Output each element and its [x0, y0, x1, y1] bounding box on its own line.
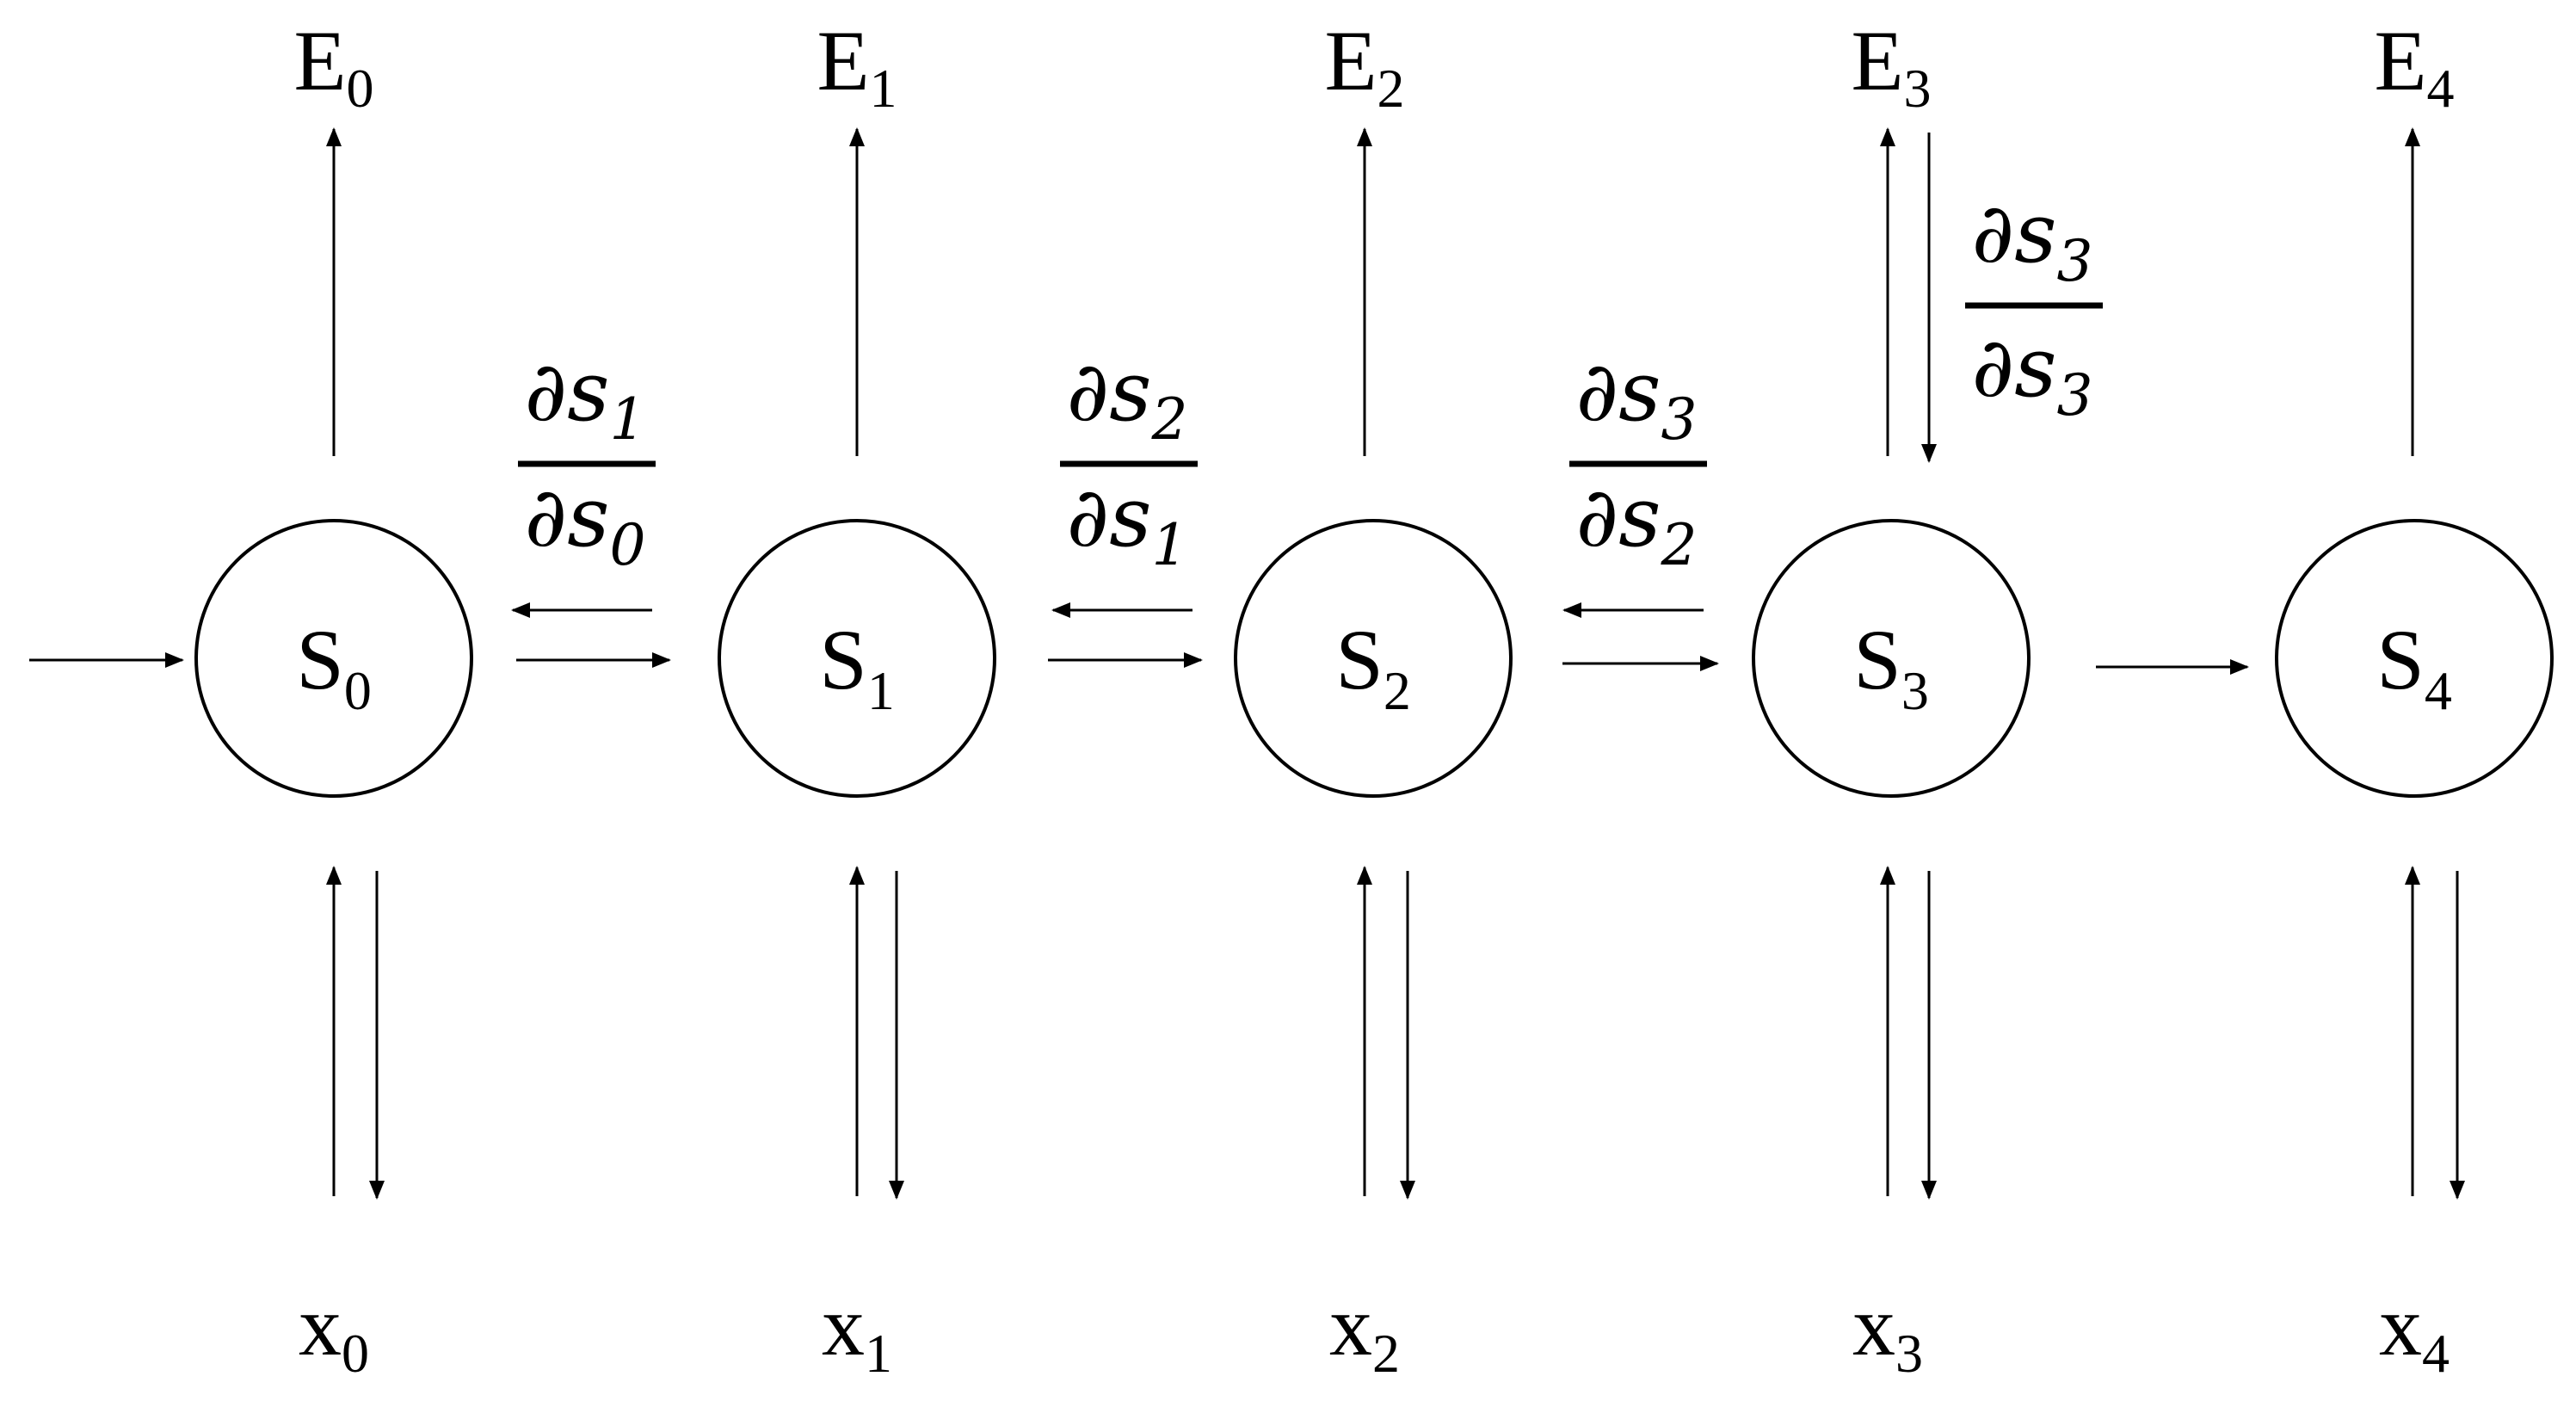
svg-text:∂s3: ∂s3: [1972, 185, 2093, 294]
input-label-1: x1: [822, 1278, 892, 1384]
svg-text:S3: S3: [1853, 612, 1929, 721]
input-label-2: x2: [1329, 1278, 1400, 1384]
gradient-fraction-1: ∂s1 ∂s0: [518, 343, 656, 578]
output-label-3: E3: [1851, 13, 1931, 119]
state-node-2: S2: [1234, 519, 1513, 798]
state-node-4: S4: [2275, 519, 2554, 798]
output-label-0: E0: [293, 13, 373, 119]
state-node-3: S3: [1752, 519, 2031, 798]
svg-text:S1: S1: [819, 612, 895, 721]
gradient-fraction-output-3: ∂s3 ∂s3: [1965, 185, 2103, 429]
state-node-0: S0: [194, 519, 473, 798]
svg-text:S4: S4: [2376, 612, 2452, 721]
svg-text:∂s1: ∂s1: [1067, 469, 1188, 578]
svg-text:∂s2: ∂s2: [1067, 343, 1188, 453]
svg-text:∂s2: ∂s2: [1576, 469, 1698, 578]
svg-text:∂s3: ∂s3: [1972, 319, 2093, 429]
svg-text:S2: S2: [1335, 612, 1411, 721]
svg-text:S0: S0: [296, 612, 372, 721]
svg-text:∂s3: ∂s3: [1576, 343, 1698, 453]
output-label-1: E1: [817, 13, 897, 119]
output-label-2: E2: [1324, 13, 1404, 119]
state-node-1: S1: [718, 519, 996, 798]
gradient-fraction-2: ∂s2 ∂s1: [1060, 343, 1198, 578]
input-label-4: x4: [2379, 1278, 2450, 1384]
svg-text:∂s1: ∂s1: [525, 343, 646, 453]
gradient-fraction-3: ∂s3 ∂s2: [1569, 343, 1707, 578]
output-label-4: E4: [2374, 13, 2454, 119]
svg-text:∂s0: ∂s0: [525, 469, 646, 578]
input-label-0: x0: [299, 1278, 369, 1384]
input-label-3: x3: [1852, 1278, 1923, 1384]
